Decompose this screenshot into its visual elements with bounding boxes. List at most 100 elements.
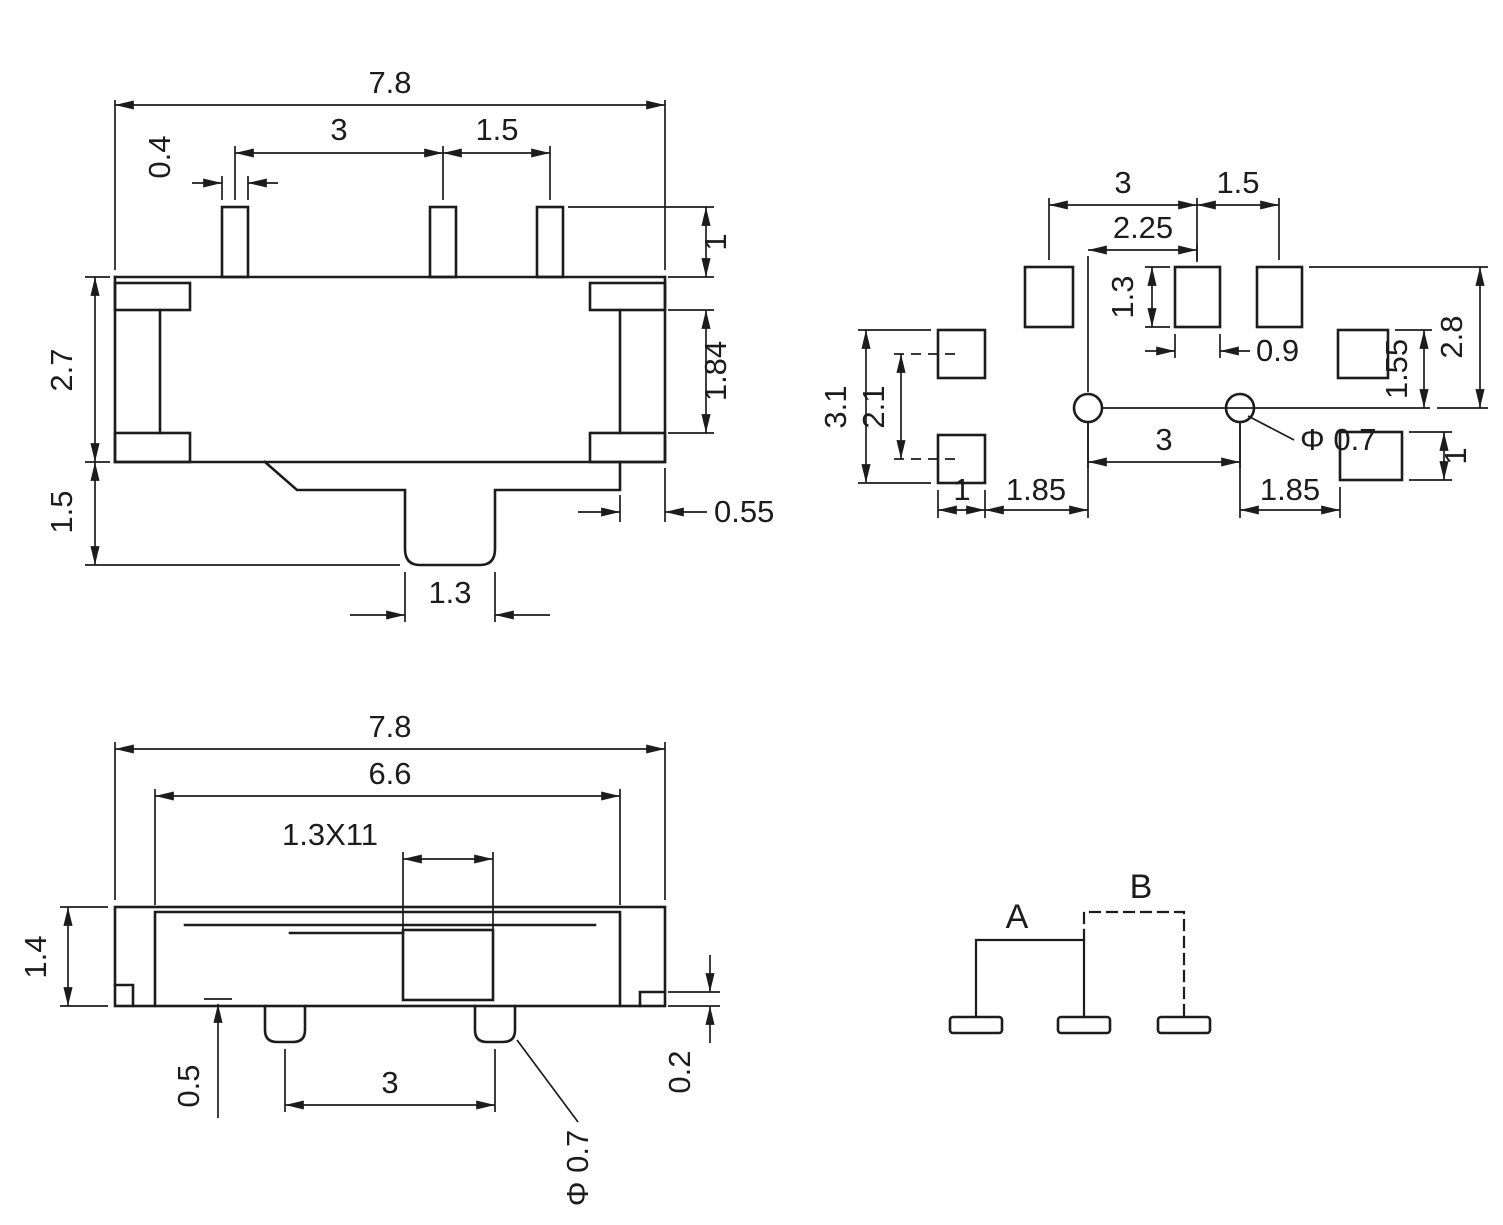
- dim-pad-length: [1145, 266, 1170, 328]
- front-pin-pitch-label: 3: [330, 112, 347, 147]
- top-cover-width-label: 6.6: [368, 756, 411, 791]
- dim-pin-inset: [204, 998, 232, 1118]
- dim-slot-size: [402, 852, 494, 930]
- footprint-dimensions: 3 1.5 2.25 1.3 0.9 2.8: [818, 165, 1488, 518]
- dim-right-pad-length: [1409, 431, 1452, 481]
- circuit-position-b-label: B: [1130, 868, 1153, 906]
- end-steps: [113, 983, 667, 1008]
- dim-pin-pitch: [234, 146, 551, 200]
- dim-side-pads-span: [858, 329, 931, 484]
- pad-right-lower: [1338, 430, 1404, 482]
- fp-row-to-centerline-label: 2.8: [1434, 315, 1469, 358]
- pad-right-upper: [1336, 328, 1390, 380]
- slot-lines: [183, 923, 597, 935]
- fp-hole-pitch-label: 3: [1155, 422, 1172, 457]
- fp-hole-to-pad-center-label: 2.25: [1113, 210, 1173, 245]
- body-sides-bottom: [113, 275, 667, 464]
- dim-pin-length: [568, 206, 714, 278]
- fp-side-pad-width-label: 1: [953, 472, 970, 507]
- top-view-dimensions: 7.8 6.6 1.3X11 1.4 0.5: [18, 709, 720, 1206]
- dim-upper-body-height: [668, 309, 714, 434]
- front-upper-body-height-label: 1.84: [698, 341, 733, 401]
- top-overall-width-label: 7.8: [368, 709, 411, 744]
- pad-top-3: [1255, 265, 1304, 329]
- fp-side-pads-span-label: 3.1: [818, 385, 853, 428]
- body-outline: [113, 905, 667, 1008]
- front-view: 7.8 3 1.5 0.4 1 1.84: [44, 65, 774, 622]
- front-overall-width-label: 7.8: [368, 65, 411, 100]
- footprint-view: 3 1.5 2.25 1.3 0.9 2.8: [818, 165, 1488, 518]
- fp-hole-diameter-label: Φ 0.7: [1300, 422, 1376, 457]
- ear-right-top: [588, 281, 667, 312]
- circuit-view: A B: [948, 868, 1212, 1035]
- front-pin-pitch-end-label: 1.5: [475, 112, 518, 147]
- cover-outline: [153, 910, 622, 1008]
- top-view-outline: [113, 905, 667, 1044]
- top-standoff-label: 0.2: [662, 1050, 697, 1093]
- pad-top-2: [1173, 265, 1222, 329]
- pad-top-1: [1023, 265, 1075, 329]
- dim-standoff: [668, 955, 720, 1043]
- dim-pin-width: [192, 176, 278, 200]
- front-actuator-width-label: 1.3: [428, 575, 471, 610]
- dim-side-pads-pitch: [893, 353, 955, 460]
- front-pin-width-label: 0.4: [142, 135, 177, 178]
- terminal-pad-3: [1156, 1015, 1212, 1035]
- position-a-path: [974, 938, 1086, 1019]
- dim-body-height: [60, 906, 108, 1007]
- ear-right-bottom: [588, 431, 667, 464]
- position-b-path: [1082, 910, 1186, 1019]
- dim-hole-diameter: [1247, 415, 1295, 441]
- fp-side-pads-pitch-label: 2.1: [856, 385, 891, 428]
- fp-right-pad-length-label: 1: [1438, 447, 1473, 464]
- pin-1: [220, 205, 250, 279]
- dim-body-height: [85, 276, 400, 566]
- fp-pad-length-label: 1.3: [1105, 275, 1140, 318]
- top-pin-diameter-label: Φ 0.7: [560, 1130, 595, 1206]
- front-view-outline: [113, 205, 667, 567]
- top-slot-size-label: 1.3X11: [282, 817, 378, 852]
- actuator-skirt: [263, 460, 622, 567]
- top-pin-inset-label: 0.5: [171, 1064, 206, 1107]
- dim-row-to-centerline: [1309, 266, 1488, 409]
- mounting-hole-left: [1072, 392, 1104, 424]
- ear-left-top: [113, 281, 192, 312]
- dim-side-pad-to-centerline: [1395, 329, 1432, 408]
- fp-pad-pitch-label: 3: [1114, 165, 1131, 200]
- bottom-pin-2: [473, 1004, 517, 1044]
- front-body-height-label: 2.7: [44, 348, 79, 391]
- bottom-pin-1: [263, 1004, 307, 1044]
- fp-pad-pitch-end-label: 1.5: [1216, 165, 1259, 200]
- terminal-pad-2: [1056, 1015, 1112, 1035]
- fp-left-pad-to-hole-label: 1.85: [1006, 472, 1066, 507]
- top-view: 7.8 6.6 1.3X11 1.4 0.5: [18, 709, 720, 1206]
- top-pin-pitch-label: 3: [381, 1065, 398, 1100]
- front-view-dimensions: 7.8 3 1.5 0.4 1 1.84: [44, 65, 774, 622]
- dim-ear-overhang: [578, 468, 707, 522]
- dim-pad-width: [1145, 334, 1250, 358]
- fp-pad-width-label: 0.9: [1256, 333, 1299, 368]
- footprint-pads: [936, 265, 1430, 485]
- dim-actuator-width: [350, 572, 550, 622]
- pin-2: [428, 205, 458, 279]
- dim-pin-diameter: [516, 1039, 579, 1123]
- dim-hole-to-right-pad: [1239, 422, 1341, 518]
- circuit-position-a-label: A: [1006, 898, 1029, 936]
- ear-left-bottom: [113, 431, 192, 464]
- fp-hole-to-right-pad-label: 1.85: [1260, 472, 1320, 507]
- front-actuator-protrusion-label: 1.5: [44, 490, 79, 533]
- slider-knob: [401, 928, 495, 1002]
- pin-3: [535, 205, 565, 279]
- dim-cover-width: [154, 789, 621, 905]
- front-ear-overhang-label: 0.55: [714, 494, 774, 529]
- dim-left-pad-to-hole: [985, 422, 1089, 518]
- dim-overall-width: [114, 100, 666, 270]
- front-pin-length-label: 1: [698, 233, 733, 250]
- top-body-height-label: 1.4: [18, 935, 53, 978]
- dim-overall-width: [114, 742, 666, 900]
- fp-side-pad-to-centerline-label: 1.55: [1379, 339, 1414, 399]
- terminal-pad-1: [948, 1015, 1004, 1035]
- dim-hole-to-pad-center: [1087, 244, 1198, 392]
